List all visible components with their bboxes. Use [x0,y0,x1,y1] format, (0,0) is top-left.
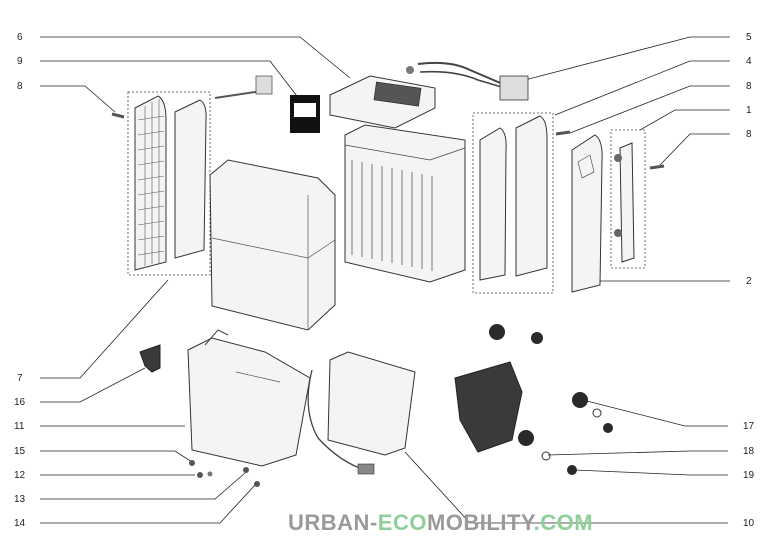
callout-9: 9 [17,56,23,67]
part-9-cable-and-label [214,75,320,133]
callout-10: 10 [743,518,755,529]
callout-13: 13 [14,494,26,505]
leader-7 [40,279,169,379]
leader-2 [585,267,730,282]
part-10-controller-box [307,351,416,475]
leader-6 [40,36,351,79]
dashed-group-4 [472,112,554,294]
callout-12: 12 [14,470,26,481]
outer-shell-upper [209,159,336,331]
callout-17: 17 [743,421,755,432]
side-plate [515,115,548,277]
leader-18 [547,450,728,456]
part-7-grille-assembly [111,91,211,276]
part-11-lower-housing [187,329,311,467]
part-12-screw [197,472,203,478]
dark-tray [454,361,523,453]
callout-16: 16 [14,397,26,408]
watermark-part4: .COM [533,510,594,535]
callout-18: 18 [743,446,755,457]
watermark-part3: MOBILITY [426,510,534,535]
callout-11: 11 [14,421,25,432]
part-6-bms-board [329,66,436,129]
watermark: URBAN-ECOMOBILITY.COM [288,510,593,536]
leader-5 [524,36,730,81]
callout-5: 5 [746,32,752,43]
leader-8-mid [569,85,730,134]
grille-seal [174,99,207,259]
part-18-washer [541,451,551,461]
callout-labels: 6 9 8 5 4 8 1 8 2 7 16 11 15 12 13 14 17… [14,32,755,529]
part-4-side-panel-assembly [472,112,571,294]
side-seal [479,127,507,281]
callout-1: 1 [746,105,752,116]
callout-7: 7 [17,373,23,384]
grille-panel [134,95,167,271]
leader-14 [40,484,256,524]
grommet-mid [518,430,534,446]
part-13-nut [243,467,249,473]
screw-8-mid [555,130,571,136]
callout-14: 14 [14,518,26,529]
leader-1 [639,109,730,131]
part-5-cable-harness [417,61,529,101]
battery-cell-module [344,124,466,283]
grommet-top [489,324,505,340]
callout-8: 8 [746,129,752,140]
dashed-group-1 [610,129,646,269]
part-1-bracket-assembly [610,129,665,269]
leader-13 [40,472,246,500]
callout-2: 2 [746,276,752,287]
leader-10 [404,451,728,524]
leader-8-right [659,133,730,166]
callout-8: 8 [17,81,23,92]
grille-mesh [137,99,165,266]
callout-8: 8 [746,81,752,92]
part-15-nut [189,460,195,466]
callout-4: 4 [746,56,752,67]
callout-19: 19 [743,470,755,481]
leader-15 [40,450,193,463]
watermark-part2: ECO [377,510,427,535]
leader-4 [554,60,730,116]
grommets-and-screws [489,324,613,475]
part-2-end-plate [571,134,603,293]
screw-8-right [649,164,665,170]
part-17-grommet [572,392,588,408]
leader-9 [40,60,301,101]
leader-lines [40,36,730,524]
leader-17 [582,399,728,427]
part-14-screw [254,481,260,487]
leader-16 [40,367,146,403]
callout-6: 6 [17,32,23,43]
part-19-screw [567,465,577,475]
leader-19 [574,469,728,476]
small-hardware [189,460,260,487]
connector-pins [255,75,273,95]
watermark-part1: URBAN- [288,510,378,535]
callout-15: 15 [14,446,26,457]
screw-8-left [111,112,125,119]
part-16-clip [139,344,161,373]
leader-8-left [40,85,116,113]
